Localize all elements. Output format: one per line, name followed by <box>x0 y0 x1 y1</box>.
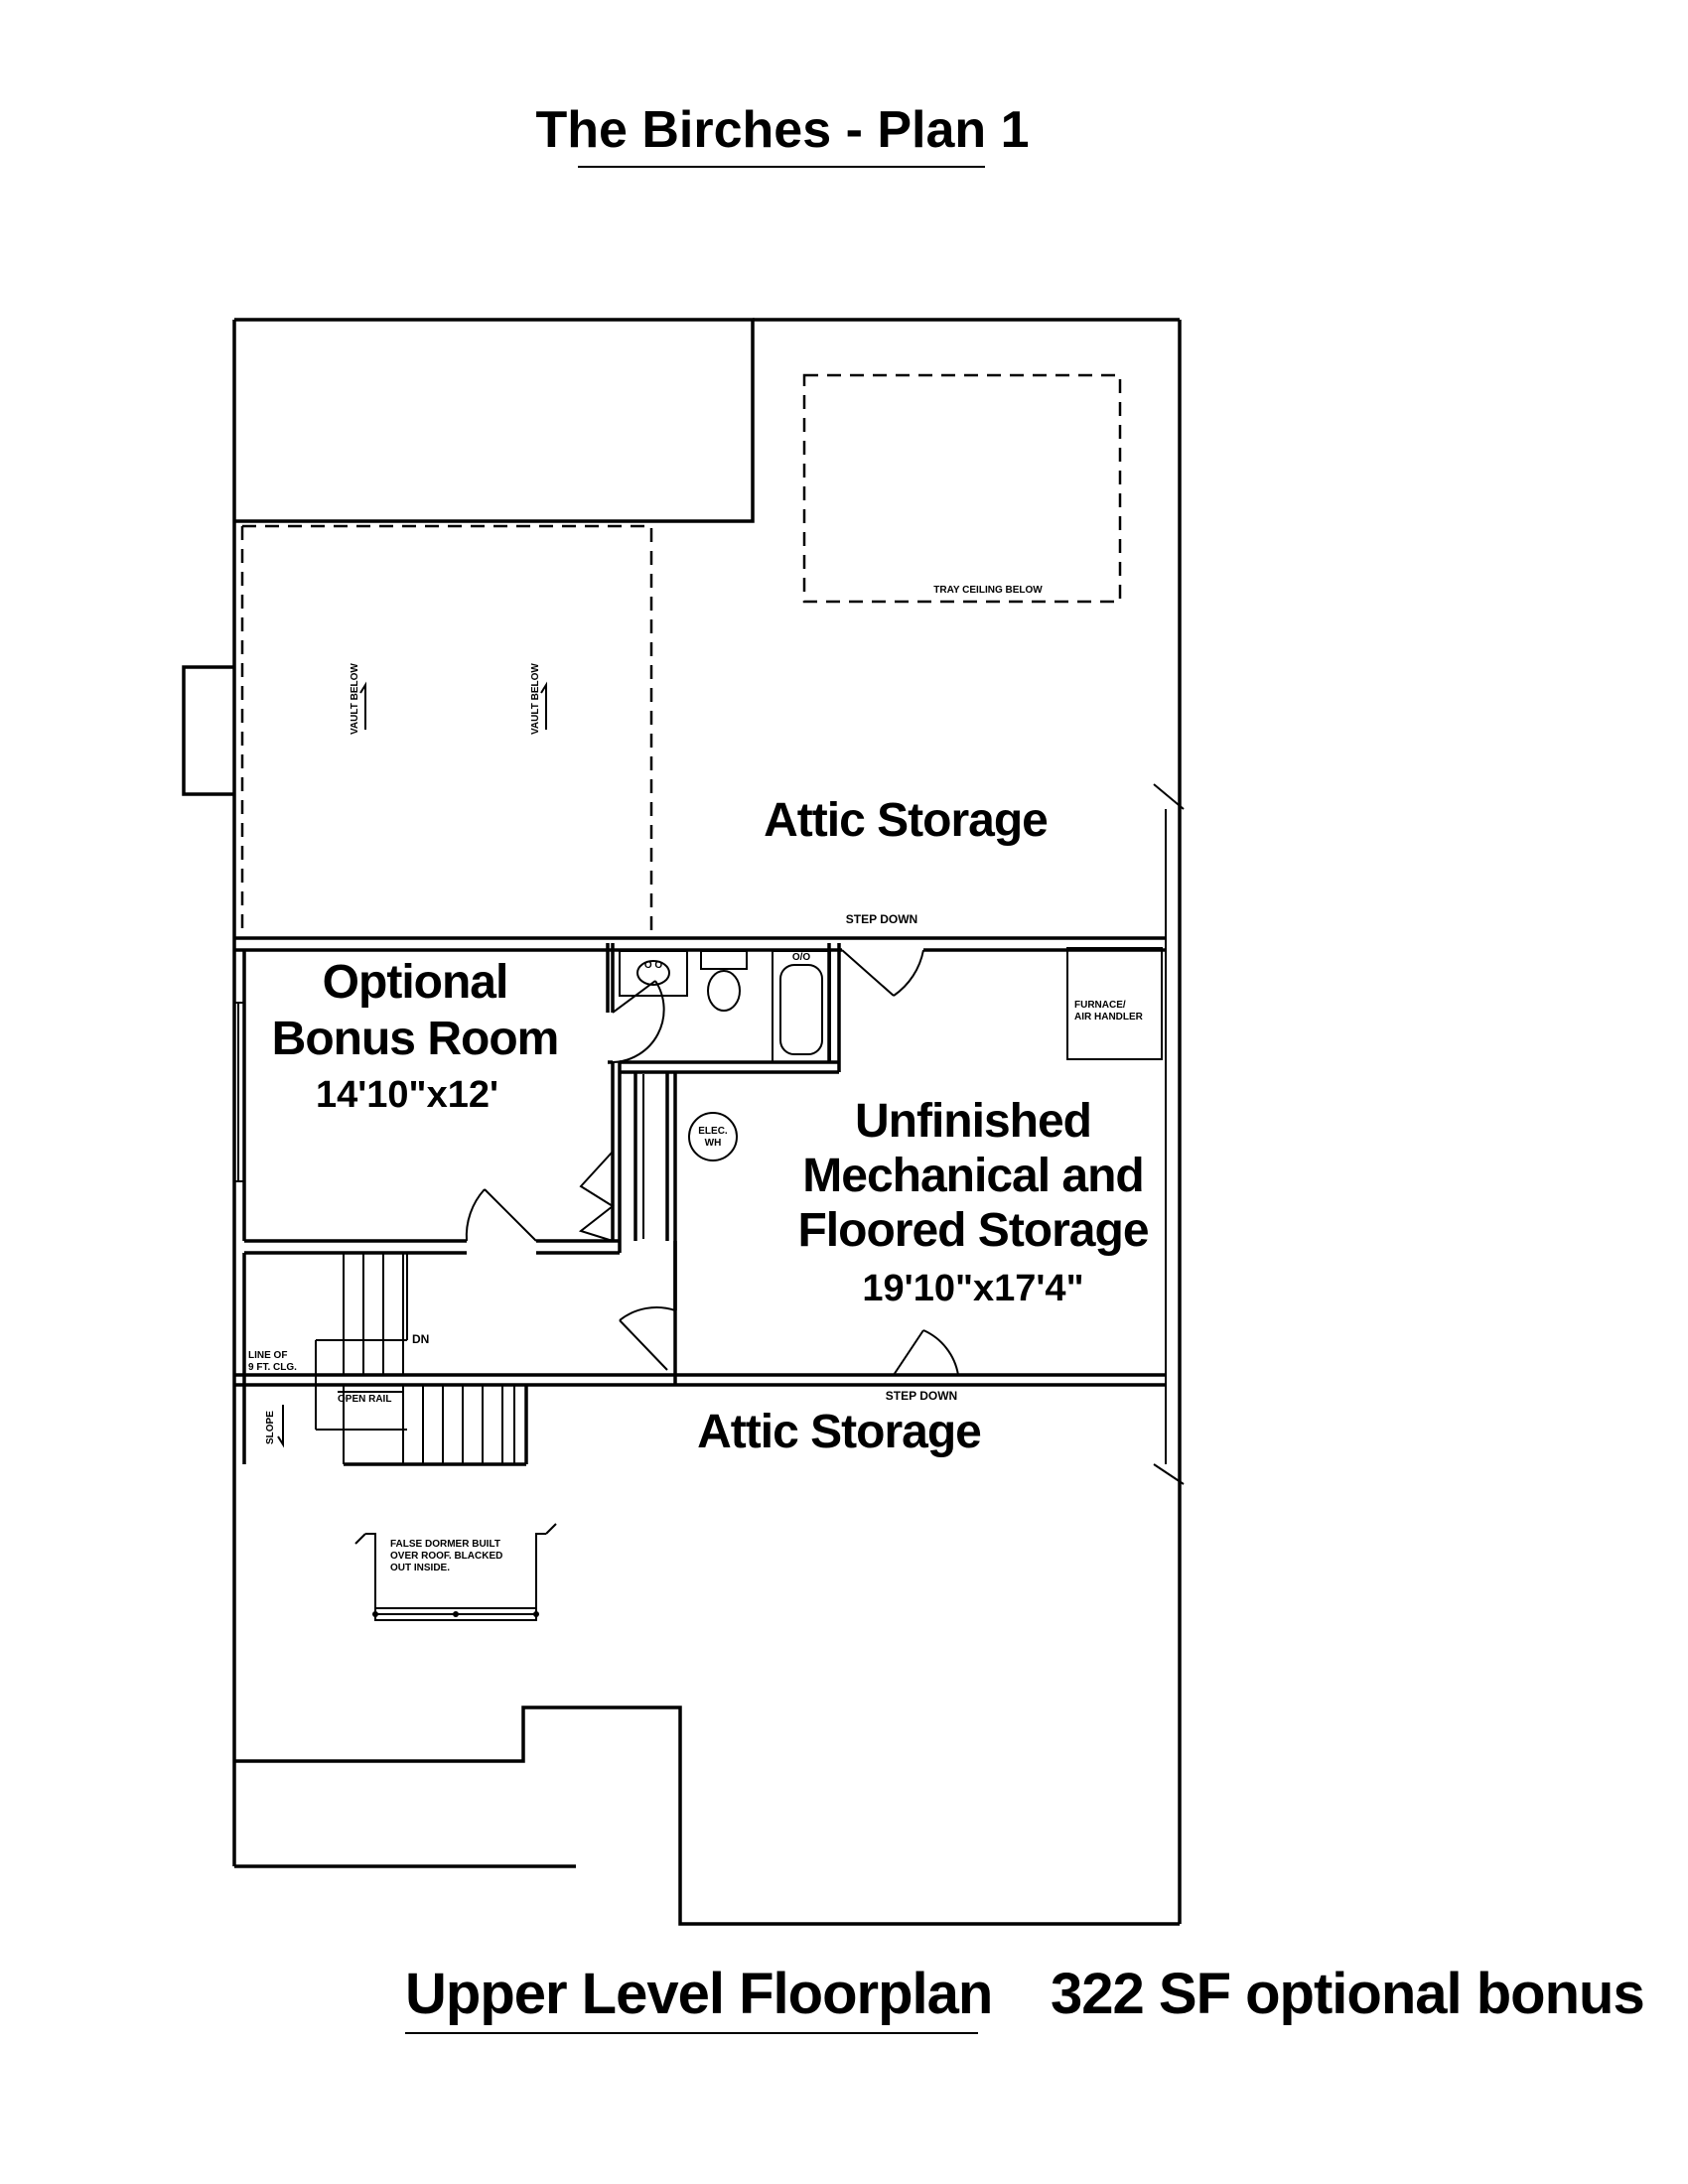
line-of-ceiling-label-1: LINE OF <box>248 1350 287 1361</box>
svg-text:OVER ROOF. BLACKED: OVER ROOF. BLACKED <box>390 1551 502 1562</box>
mechanical-room-line2: Mechanical and <box>802 1150 1143 1202</box>
bathroom-sink: O O <box>619 950 688 997</box>
svg-text:WH: WH <box>705 1138 722 1149</box>
tray-ceiling-outline <box>802 373 1122 604</box>
svg-text:FALSE DORMER BUILT: FALSE DORMER BUILT <box>390 1539 500 1550</box>
bathroom-tub: O/O <box>772 950 831 1063</box>
vault-note-1: VAULT BELOW <box>350 663 366 735</box>
open-rail-label: OPEN RAIL <box>338 1394 391 1405</box>
svg-text:O/O: O/O <box>792 952 811 963</box>
vault-outline <box>242 524 653 938</box>
svg-text:O O: O O <box>644 960 663 971</box>
step-down-top-label: STEP DOWN <box>846 912 917 926</box>
bonus-room-name-line1: Optional <box>323 956 508 1009</box>
electric-water-heater: ELEC. WH <box>688 1112 738 1161</box>
svg-text:SLOPE: SLOPE <box>265 1411 276 1444</box>
mechanical-room-size: 19'10"x17'4" <box>862 1268 1083 1309</box>
upper-level-floorplan-label: Upper Level Floorplan <box>405 1962 992 2026</box>
plan-title: The Birches - Plan 1 <box>535 101 1029 159</box>
vault-note-2: VAULT BELOW <box>530 663 547 735</box>
bathroom-toilet <box>700 950 748 1012</box>
bonus-room-name-line2: Bonus Room <box>272 1013 559 1065</box>
furnace-air-handler: FURNACE/ AIR HANDLER <box>1066 947 1163 1060</box>
attic-storage-lower-label: Attic Storage <box>697 1406 981 1458</box>
step-down-bottom-label: STEP DOWN <box>886 1389 957 1403</box>
bonus-room-size: 14'10"x12' <box>316 1074 498 1116</box>
door-swings <box>465 949 959 1376</box>
stairs <box>242 1253 528 1466</box>
stair-down-label: DN <box>412 1332 429 1346</box>
exterior-walls <box>182 318 1185 1926</box>
svg-text:ELEC.: ELEC. <box>698 1126 728 1137</box>
svg-text:FURNACE/: FURNACE/ <box>1074 1000 1126 1011</box>
svg-text:VAULT BELOW: VAULT BELOW <box>530 663 541 735</box>
bonus-area-label: 322 SF optional bonus <box>1051 1962 1644 2026</box>
attic-storage-upper-label: Attic Storage <box>764 794 1048 847</box>
tray-ceiling-label: TRAY CEILING BELOW <box>933 585 1043 596</box>
svg-text:OUT INSIDE.: OUT INSIDE. <box>390 1563 450 1573</box>
false-dormer: FALSE DORMER BUILT OVER ROOF. BLACKED OU… <box>354 1523 557 1621</box>
mechanical-room-line3: Floored Storage <box>797 1204 1148 1257</box>
svg-text:VAULT BELOW: VAULT BELOW <box>350 663 360 735</box>
slope-note: SLOPE <box>265 1405 284 1448</box>
line-of-ceiling-label-2: 9 FT. CLG. <box>248 1362 297 1373</box>
svg-text:AIR HANDLER: AIR HANDLER <box>1074 1012 1144 1023</box>
mechanical-room-line1: Unfinished <box>855 1095 1091 1148</box>
